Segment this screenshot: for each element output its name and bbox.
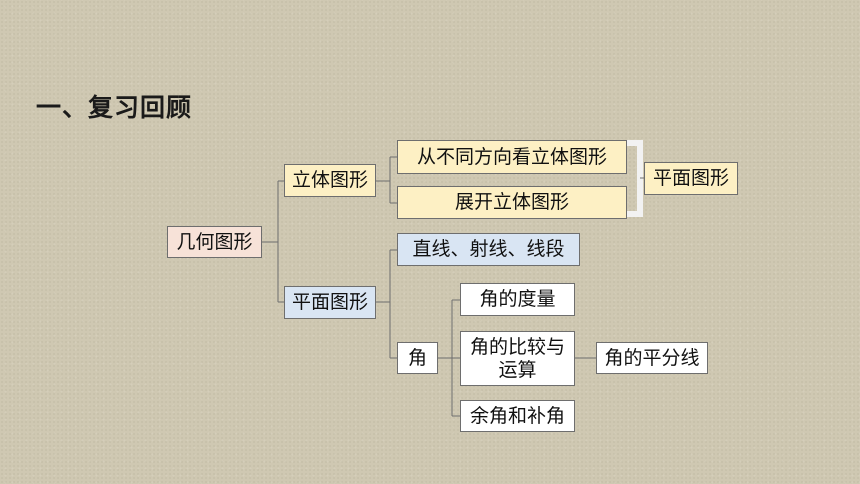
node-view-from-directions: 从不同方向看立体图形: [397, 140, 627, 174]
angle-compare-line2: 运算: [498, 358, 537, 381]
bracket-merge: [627, 140, 643, 217]
node-plane-result: 平面图形: [644, 162, 738, 195]
angle-compare-line1: 角的比较与: [469, 335, 565, 358]
node-plane-figures: 平面图形: [284, 286, 376, 319]
connector-plane-branch: [376, 249, 397, 359]
connector-angle-branch: [438, 299, 460, 417]
node-angle-measure: 角的度量: [460, 283, 575, 316]
node-angle-bisector: 角的平分线: [596, 342, 708, 374]
node-angle-compare: 角的比较与 运算: [460, 331, 575, 386]
node-angle: 角: [397, 342, 438, 374]
page-title: 一、复习回顾: [36, 93, 193, 122]
node-lines-rays-segments: 直线、射线、线段: [397, 233, 580, 266]
connector-solid-branch: [376, 156, 397, 204]
connector-root-branch: [262, 180, 284, 303]
node-solid-figures: 立体图形: [284, 164, 376, 197]
node-unfold-solid: 展开立体图形: [397, 186, 627, 219]
node-complementary-supplementary: 余角和补角: [460, 400, 575, 432]
node-geometric-figures: 几何图形: [167, 226, 262, 258]
